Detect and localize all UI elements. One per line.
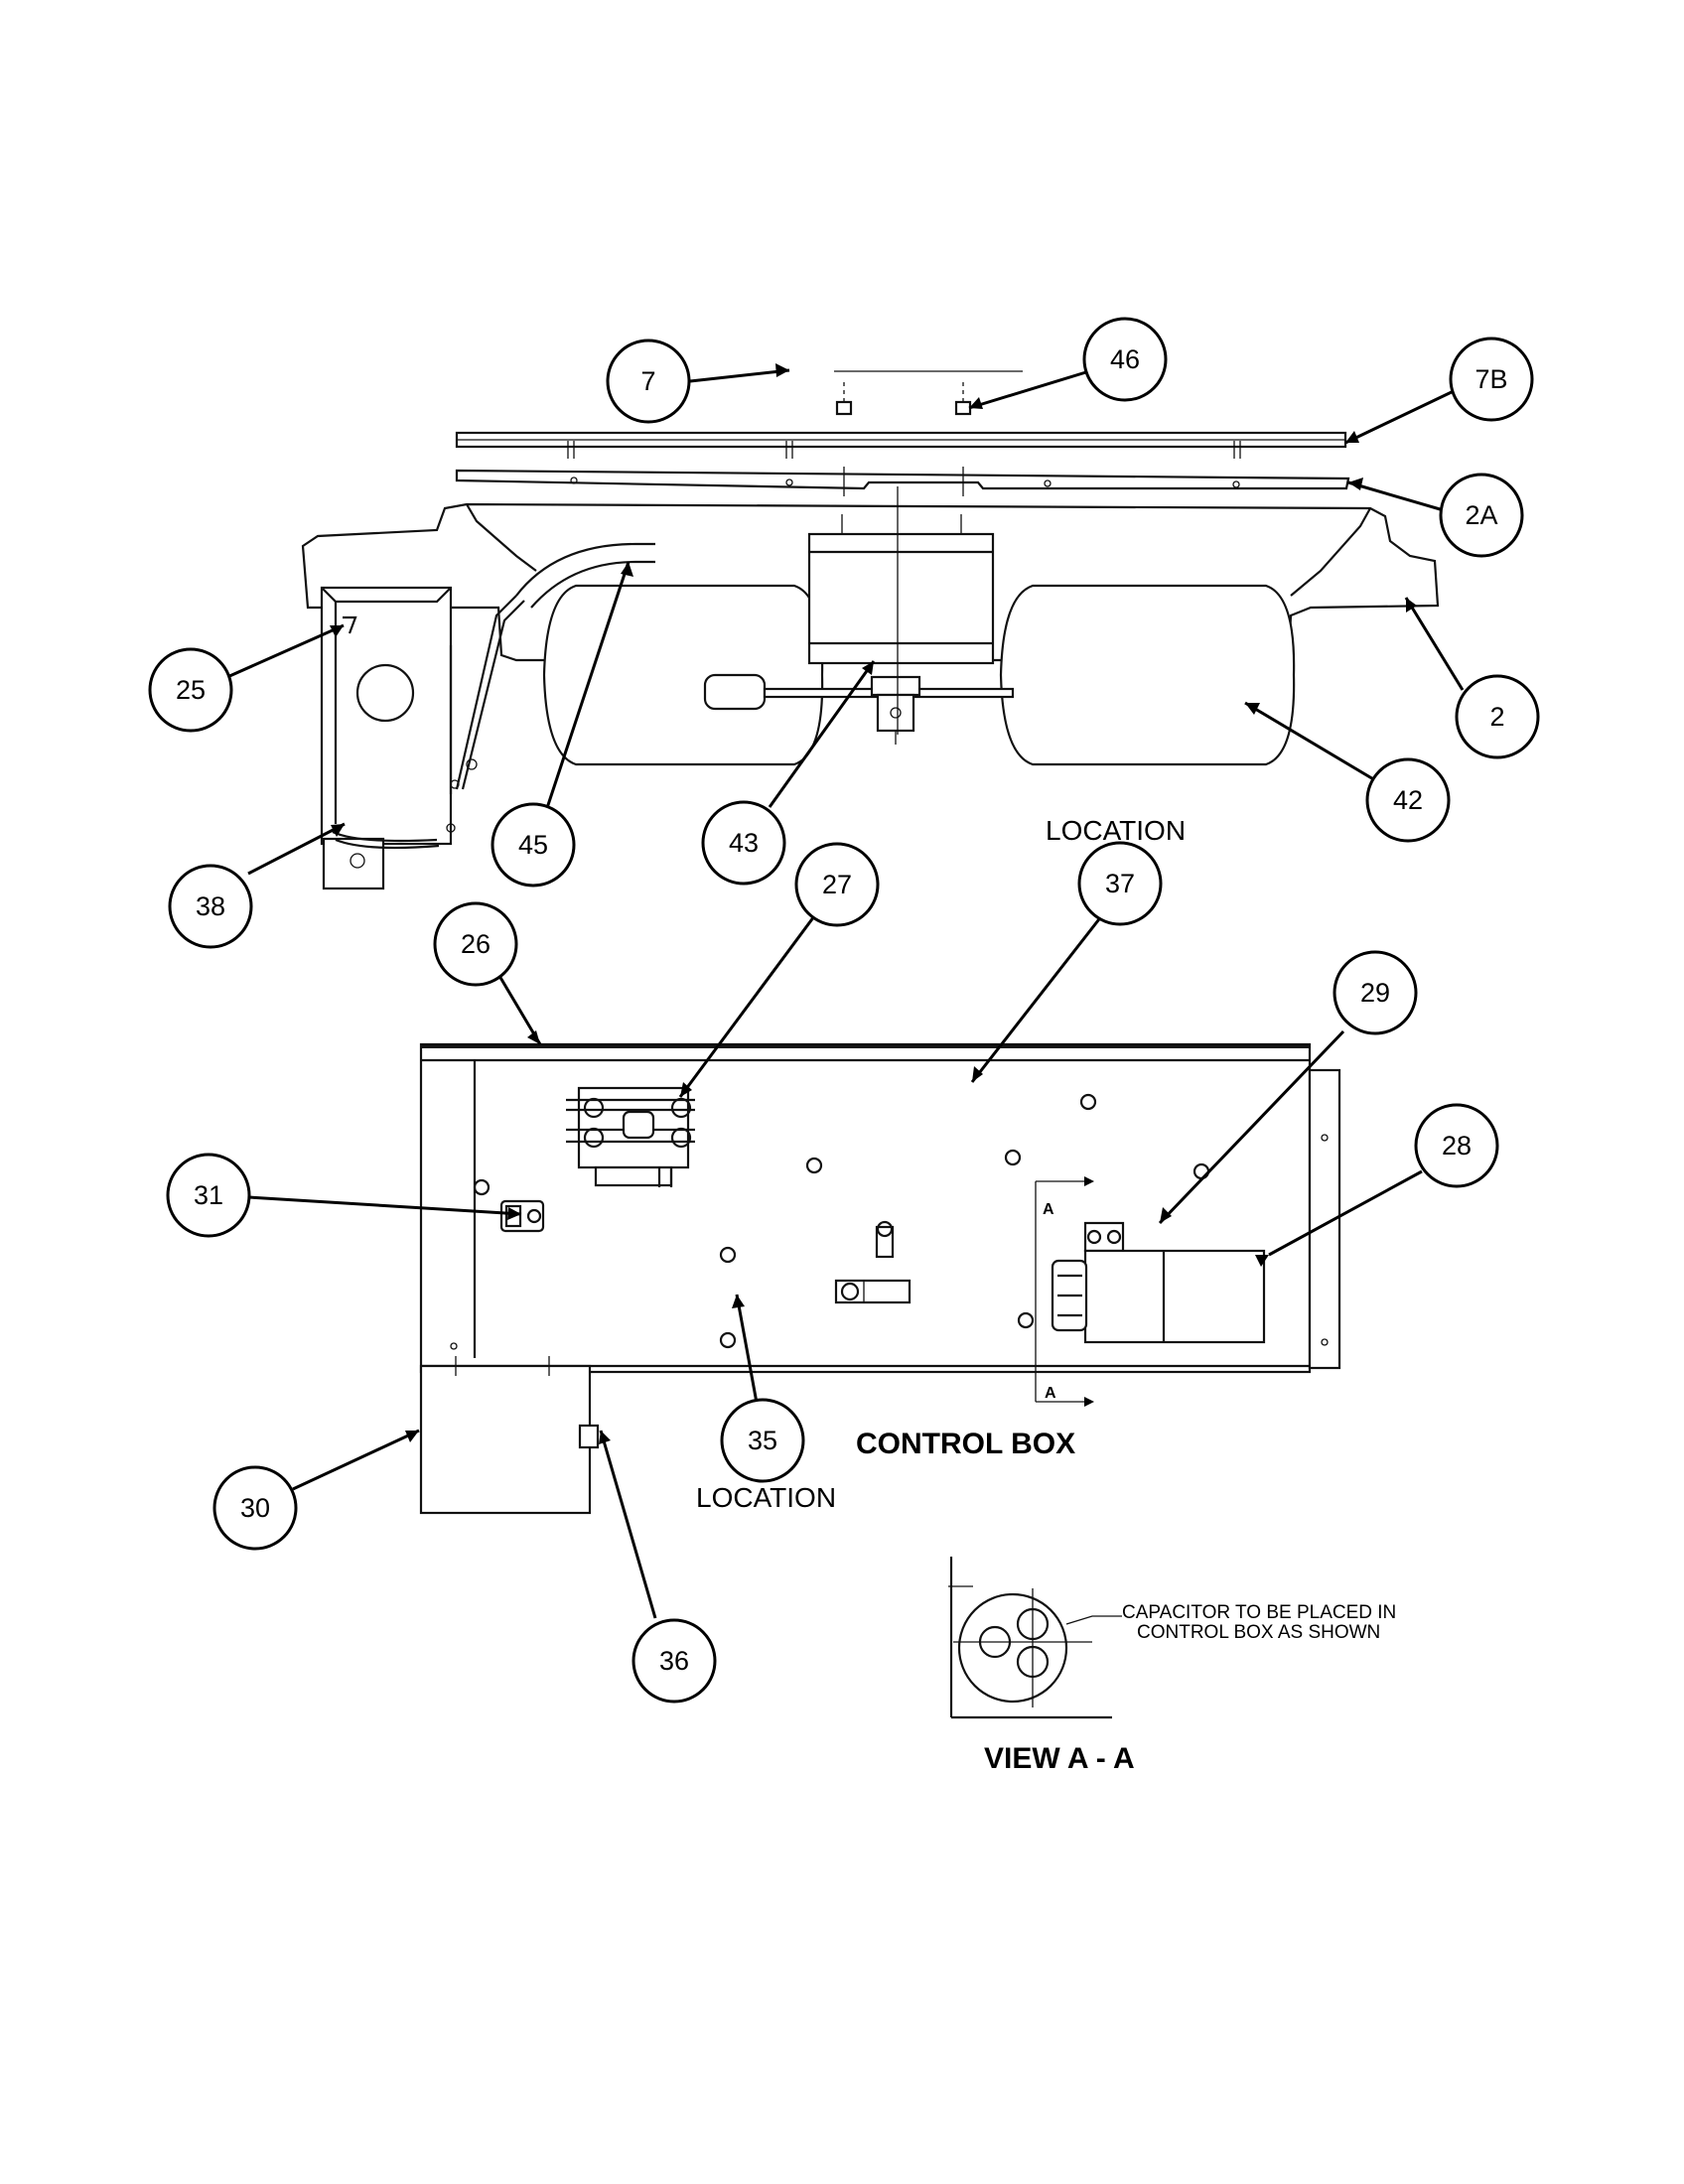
callout-28-label: 28 [1442, 1131, 1472, 1160]
callout-27: 27 [794, 842, 880, 927]
top-plate [455, 431, 1347, 459]
section-line-aa [1035, 1176, 1094, 1407]
callout-46: 46 [1082, 317, 1168, 402]
callout-27-label: 27 [822, 870, 852, 899]
capacitor-note-line1: CAPACITOR TO BE PLACED IN [1122, 1602, 1396, 1623]
callout-36-label: 36 [659, 1646, 689, 1676]
callout-37: 37 [1077, 841, 1163, 926]
capacitor-note-line2: CONTROL BOX AS SHOWN [1137, 1622, 1380, 1643]
control-box-label: CONTROL BOX [856, 1428, 1075, 1460]
callout-29: 29 [1333, 950, 1418, 1035]
callout-28: 28 [1414, 1103, 1499, 1188]
callout-42-label: 42 [1393, 785, 1423, 815]
callout-31-label: 31 [194, 1180, 223, 1210]
callout-43: 43 [701, 800, 786, 886]
callout-2-label: 2 [1489, 702, 1504, 732]
bracket-2a [455, 467, 1350, 496]
leader-lines [226, 368, 1465, 1619]
control-box-drawing [419, 1042, 1341, 1515]
location-label-top: LOCATION [1046, 815, 1186, 846]
callout-25: 25 [148, 647, 233, 733]
wiring-conduit [515, 542, 655, 597]
callout-38-label: 38 [196, 891, 225, 921]
callout-37-label: 37 [1105, 869, 1135, 898]
callout-2a: 2A [1439, 473, 1524, 558]
motor-shaft [703, 673, 1015, 745]
callout-29-label: 29 [1360, 978, 1390, 1008]
callout-35-label: 35 [748, 1426, 777, 1455]
callout-38: 38 [168, 864, 253, 949]
center-bracket [834, 1220, 912, 1304]
junction-box [320, 586, 525, 890]
leader-arrowheads [330, 363, 1417, 1444]
callout-31: 31 [166, 1153, 251, 1238]
blower-wheel-left [542, 584, 824, 766]
blower-motor [807, 486, 995, 735]
callout-35: 35 [720, 1398, 805, 1483]
capacitor [1051, 1221, 1266, 1344]
view-aa-label: VIEW A - A [984, 1742, 1135, 1775]
callout-7b: 7B [1449, 337, 1534, 422]
upper-assembly [301, 370, 1440, 890]
callout-26: 26 [433, 901, 518, 987]
callout-7b-label: 7B [1474, 364, 1507, 394]
callout-30: 30 [212, 1465, 298, 1551]
callout-25-label: 25 [176, 675, 206, 705]
callout-7-label: 7 [640, 366, 655, 396]
callout-42: 42 [1365, 757, 1451, 843]
callout-2: 2 [1455, 674, 1540, 759]
blower-wheel-right [999, 584, 1296, 766]
cover-panel [419, 1356, 600, 1515]
section-mark-bottom: A [1045, 1385, 1056, 1402]
callout-43-label: 43 [729, 828, 759, 858]
terminal-block [499, 1199, 545, 1233]
callout-30-label: 30 [240, 1493, 270, 1523]
location-label-bottom: LOCATION [696, 1482, 836, 1513]
callout-26-label: 26 [461, 929, 491, 959]
callout-2a-label: 2A [1465, 500, 1497, 530]
callout-45: 45 [491, 802, 576, 887]
view-aa-drawing [948, 1557, 1122, 1719]
contactor [566, 1086, 695, 1187]
mounting-nuts [835, 382, 972, 416]
callout-45-label: 45 [518, 830, 548, 860]
callout-36: 36 [632, 1618, 717, 1704]
section-mark-top: A [1043, 1201, 1054, 1218]
callout-7: 7 [606, 339, 691, 424]
callout-46-label: 46 [1110, 344, 1140, 374]
